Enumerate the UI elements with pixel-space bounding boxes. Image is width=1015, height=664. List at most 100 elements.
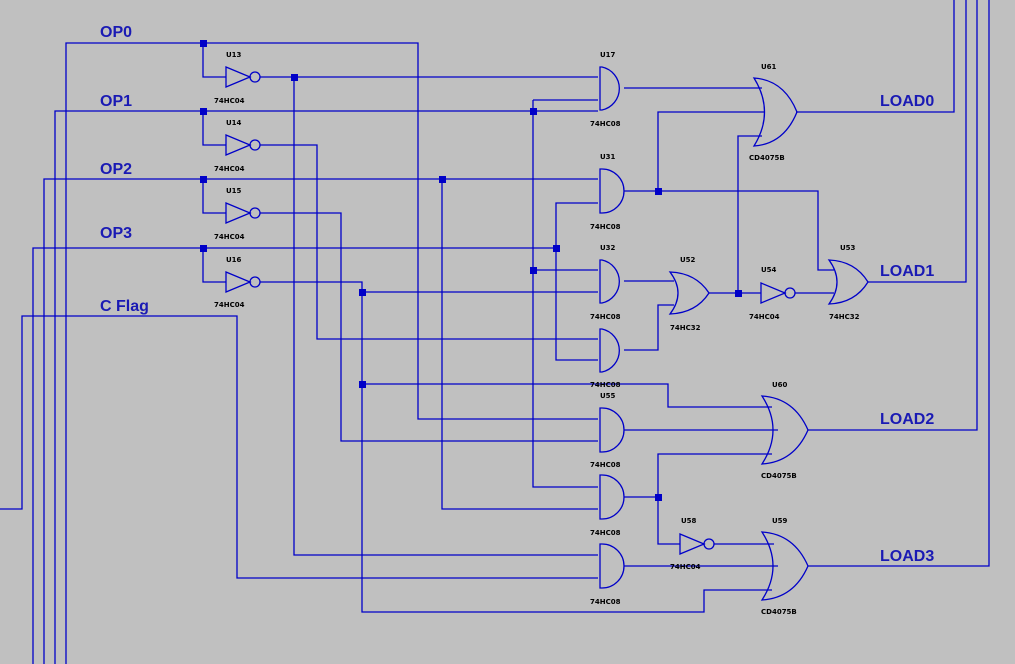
wire-op3-inv-tap bbox=[202, 248, 226, 283]
part-and6: 74HC08 bbox=[590, 529, 621, 537]
and-gate-4[interactable] bbox=[599, 328, 620, 373]
part-u17: 74HC08 bbox=[590, 120, 621, 128]
junction-dot bbox=[200, 176, 207, 183]
wire-op2-inv-tap bbox=[202, 179, 226, 214]
junction-dot bbox=[291, 74, 298, 81]
wire-cflag-bus bbox=[0, 315, 598, 579]
wire-op1-vertical bbox=[532, 100, 598, 488]
net-labels: OP0 OP1 OP2 OP3 C Flag LOAD0 LOAD1 LOAD2… bbox=[100, 24, 934, 565]
part-u59: CD4075B bbox=[761, 608, 797, 616]
and-gate-u31[interactable] bbox=[599, 168, 625, 214]
and-gate-6[interactable] bbox=[599, 474, 625, 520]
input-label-c-flag: C Flag bbox=[100, 298, 149, 315]
part-u16: 74HC04 bbox=[214, 301, 245, 309]
ref-u55: U55 bbox=[600, 392, 616, 400]
or-gate-u60[interactable] bbox=[760, 395, 809, 465]
part-u54: 74HC04 bbox=[749, 313, 780, 321]
junction-dot bbox=[655, 494, 662, 501]
and-gate-u55[interactable] bbox=[599, 407, 625, 453]
and-gate-u32[interactable] bbox=[599, 259, 620, 304]
ref-u15: U15 bbox=[226, 187, 242, 195]
wire-load1 bbox=[868, 0, 967, 283]
output-label-load0: LOAD0 bbox=[880, 93, 934, 110]
output-label-load2: LOAD2 bbox=[880, 411, 934, 428]
junction-dot bbox=[655, 188, 662, 195]
junction-dot bbox=[359, 381, 366, 388]
ref-u53: U53 bbox=[840, 244, 856, 252]
wire-op0-bus bbox=[65, 42, 598, 664]
ref-u14: U14 bbox=[226, 119, 242, 127]
wire-load2 bbox=[808, 0, 978, 431]
inverter-gate-u15[interactable] bbox=[225, 202, 261, 224]
junction-dot bbox=[530, 108, 537, 115]
part-u13: 74HC04 bbox=[214, 97, 245, 105]
input-label-op0: OP0 bbox=[100, 24, 132, 41]
ref-u31: U31 bbox=[600, 153, 616, 161]
wire-op1-inv-tap bbox=[202, 111, 226, 146]
part-u31: 74HC08 bbox=[590, 223, 621, 231]
ref-u59: U59 bbox=[772, 517, 788, 525]
wire-nop2 bbox=[260, 212, 598, 442]
junctions bbox=[200, 40, 742, 501]
part-u61: CD4075B bbox=[749, 154, 785, 162]
wire-nop3-u60 bbox=[362, 383, 772, 408]
junction-dot bbox=[735, 290, 742, 297]
ref-u61: U61 bbox=[761, 63, 777, 71]
inverter-gate-u14[interactable] bbox=[225, 134, 261, 156]
junction-dot bbox=[439, 176, 446, 183]
part-u53: 74HC32 bbox=[829, 313, 860, 321]
wire-op0-inv-tap bbox=[202, 43, 226, 78]
part-u15: 74HC04 bbox=[214, 233, 245, 241]
input-label-op1: OP1 bbox=[100, 93, 132, 110]
junction-dot bbox=[200, 108, 207, 115]
gates bbox=[225, 66, 869, 601]
or-gate-u52[interactable] bbox=[668, 271, 710, 315]
part-u60: CD4075B bbox=[761, 472, 797, 480]
wire-u31-to-u61 bbox=[657, 111, 765, 191]
wire-and6-to-u58 bbox=[657, 497, 680, 545]
ref-u32: U32 bbox=[600, 244, 616, 252]
part-and4: 74HC08 bbox=[590, 381, 621, 389]
part-u14: 74HC04 bbox=[214, 165, 245, 173]
ref-u16: U16 bbox=[226, 256, 242, 264]
wire-nop1 bbox=[260, 144, 598, 340]
ref-u13: U13 bbox=[226, 51, 242, 59]
ref-u58: U58 bbox=[681, 517, 697, 525]
part-u55: 74HC08 bbox=[590, 461, 621, 469]
inverter-gate-u13[interactable] bbox=[225, 66, 261, 88]
part-u52: 74HC32 bbox=[670, 324, 701, 332]
component-labels: U13 74HC04 U14 74HC04 U15 74HC04 U16 74H… bbox=[214, 51, 860, 616]
inverter-gate-u54[interactable] bbox=[760, 282, 796, 304]
part-u32: 74HC08 bbox=[590, 313, 621, 321]
or-gate-u61[interactable] bbox=[752, 77, 798, 147]
input-label-op3: OP3 bbox=[100, 225, 132, 242]
part-u58: 74HC04 bbox=[670, 563, 701, 571]
wire-load0 bbox=[796, 0, 955, 113]
inverter-gate-u58[interactable] bbox=[679, 533, 715, 555]
junction-dot bbox=[359, 289, 366, 296]
wire-and6-to-u60 bbox=[657, 453, 772, 497]
wire-and4-out bbox=[624, 304, 674, 351]
wire-op2-bus bbox=[43, 178, 598, 664]
ref-u60: U60 bbox=[772, 381, 788, 389]
wire-load3 bbox=[808, 0, 990, 567]
ref-u54: U54 bbox=[761, 266, 777, 274]
inverter-gate-u16[interactable] bbox=[225, 271, 261, 293]
wire-op1-bus bbox=[54, 110, 598, 664]
and-gate-7[interactable] bbox=[599, 543, 625, 589]
input-label-op2: OP2 bbox=[100, 161, 132, 178]
ref-u52: U52 bbox=[680, 256, 696, 264]
part-and7: 74HC08 bbox=[590, 598, 621, 606]
wire-nop0-down bbox=[293, 77, 598, 556]
or-gate-u59[interactable] bbox=[760, 531, 809, 601]
and-gate-u17[interactable] bbox=[599, 66, 620, 111]
junction-dot bbox=[553, 245, 560, 252]
or-gate-u53[interactable] bbox=[827, 259, 869, 305]
junction-dot bbox=[200, 40, 207, 47]
wire-op2-u55-down bbox=[441, 179, 598, 510]
output-label-load3: LOAD3 bbox=[880, 548, 934, 565]
wires bbox=[0, 0, 990, 664]
junction-dot bbox=[530, 267, 537, 274]
